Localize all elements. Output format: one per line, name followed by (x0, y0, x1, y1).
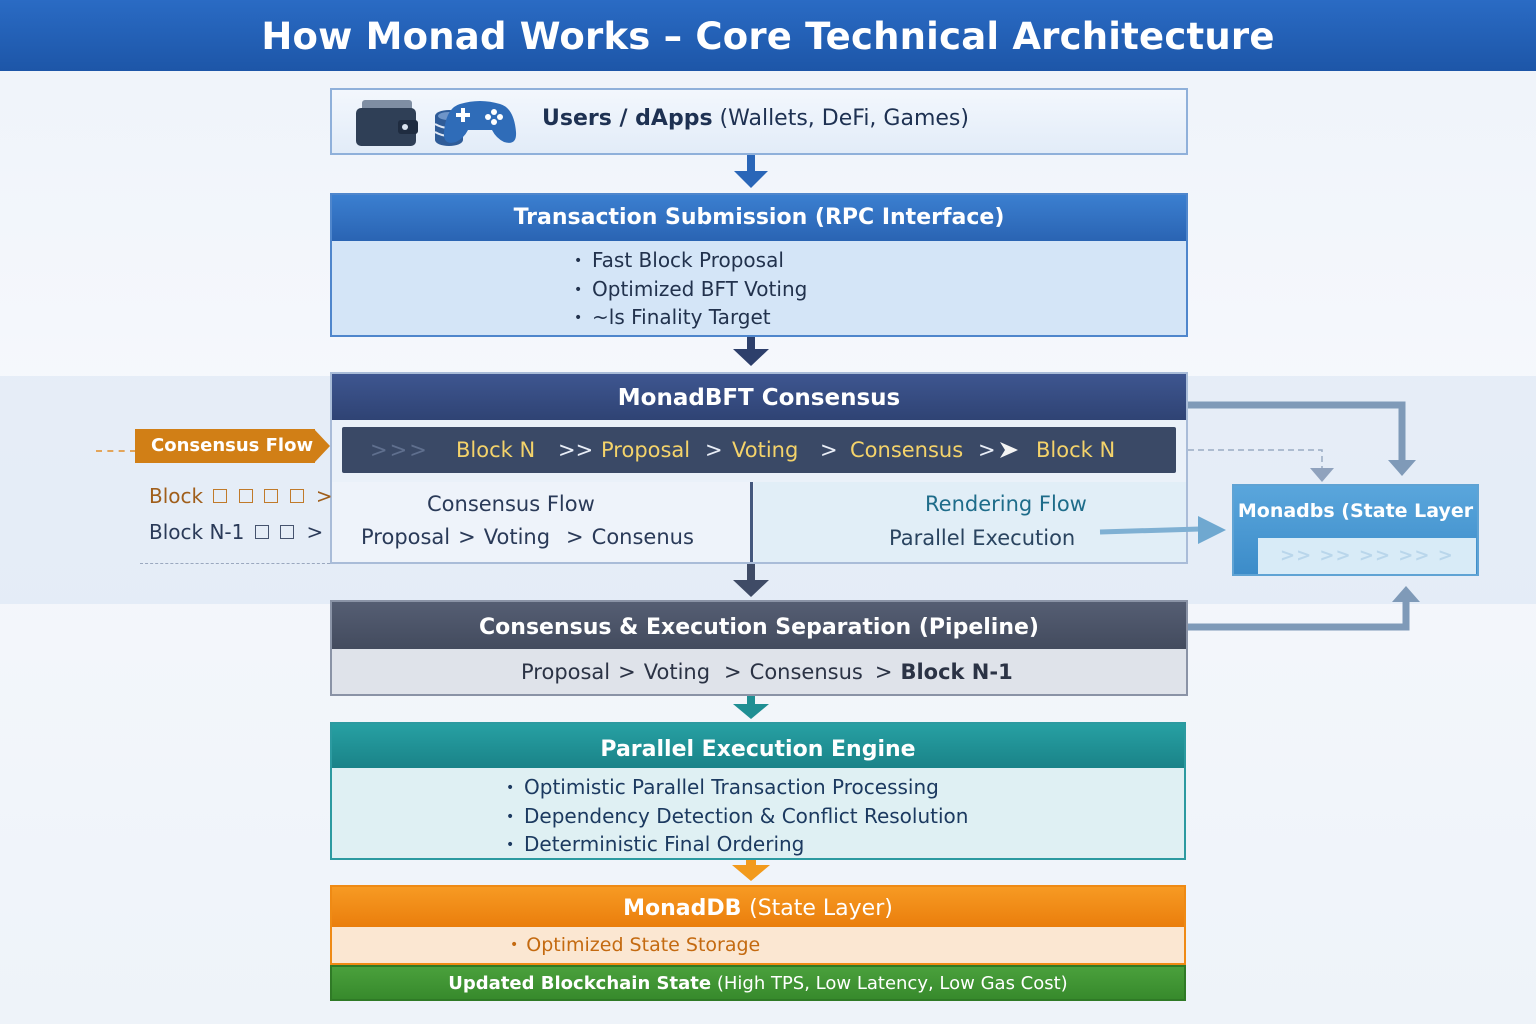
gamepad-icon (443, 101, 517, 143)
strip-sep: >> (558, 438, 594, 462)
arrow-pipeline-exec (747, 696, 755, 706)
arrowhead-users-tx (734, 171, 768, 188)
arrowhead-tx-bft (733, 349, 769, 366)
square-icon (289, 489, 304, 503)
parallel-execution-box: Parallel Execution Engine •Optimistic Pa… (330, 722, 1186, 860)
side-dashed-line (96, 450, 136, 452)
strip-proposal: Proposal (601, 438, 691, 462)
chevron-icon: > (566, 525, 584, 549)
pipeline-box: Consensus & Execution Separation (Pipeli… (330, 600, 1188, 696)
bullet-item: •Fast Block Proposal (574, 248, 784, 272)
wallet-icon (356, 100, 418, 146)
monadbs-title: Monadbs (State Layer (1237, 500, 1474, 522)
pipeline-steps: Proposal > Voting > Consensus > Block N-1 (521, 660, 1013, 684)
chevron-icon: > (458, 525, 476, 549)
arrowhead-bft-pipeline (733, 580, 769, 597)
users-label: Users / dApps (542, 106, 713, 131)
monadbft-header: MonadBFT Consensus (332, 374, 1186, 420)
split-divider (750, 482, 753, 562)
strip-consensus: Consensus (850, 438, 964, 462)
square-icon (238, 489, 253, 503)
pipeline-step-voting: Voting (643, 660, 711, 684)
side-block-n1-label: Block N-1 (149, 520, 245, 544)
strip-sep: > (820, 438, 838, 462)
left-step-consensus: Consenus (591, 525, 694, 549)
arrowhead-pipeline-exec (733, 704, 769, 719)
page-title: How Monad Works – Core Technical Archite… (0, 0, 1536, 71)
side-block-label: Block (149, 484, 204, 508)
monadbs-state-layer-box: Monadbs (State Layer >> >> >> >> > (1232, 484, 1479, 576)
chevron-icon: > (724, 660, 742, 684)
arrow-tx-bft (747, 337, 755, 351)
bullet-item: •Dependency Detection & Conflict Resolut… (506, 803, 969, 828)
monadbs-chevrons: >> >> >> >> > (1258, 538, 1476, 574)
square-icon (254, 525, 269, 539)
transaction-submission-box: Transaction Submission (RPC Interface) •… (330, 193, 1188, 337)
left-step-proposal: Proposal (361, 525, 451, 549)
consensus-flow-panel (332, 482, 751, 562)
execution-bullets: •Optimistic Parallel Transaction Process… (506, 774, 968, 860)
chevron-icon: > (306, 520, 324, 544)
side-block-row: Block > (149, 484, 333, 508)
arrow-bft-pipeline (747, 564, 755, 582)
bullet-item: •Deterministic Final Ordering (506, 832, 805, 856)
strip-block-n-end: Block N (1036, 438, 1116, 462)
monaddb-bullet: •Optimized State Storage (510, 934, 761, 956)
pipeline-step-block: Block N-1 (900, 660, 1013, 684)
parallel-execution-header: Parallel Execution Engine (332, 724, 1184, 768)
rendering-flow-sub: Parallel Execution (889, 526, 1076, 550)
strip-lead: >>> (370, 438, 429, 462)
tag-point (314, 429, 330, 463)
bullet-item: •Optimistic Parallel Transaction Process… (506, 775, 939, 799)
bullet-item: •Optimized BFT Voting (574, 276, 808, 301)
arrow-users-tx (747, 155, 755, 173)
consensus-flow-title: Consensus Flow (427, 492, 595, 516)
chevron-icon: > (874, 660, 893, 684)
side-block-n1-row: Block N-1 > (149, 520, 323, 544)
rendering-flow-title: Rendering Flow (925, 492, 1087, 516)
arrow-exec-db (746, 860, 756, 866)
strip-voting: Voting (732, 438, 799, 462)
arrowhead-exec-db (732, 865, 770, 881)
consensus-strip: >>> Block N >> Proposal > Voting > Conse… (342, 427, 1176, 473)
updated-state-sub: (High TPS, Low Latency, Low Gas Cost) (716, 973, 1068, 994)
transaction-submission-header: Transaction Submission (RPC Interface) (332, 195, 1186, 241)
square-icon (280, 525, 295, 539)
monaddb-box: MonadDB (State Layer) •Optimized State S… (330, 885, 1186, 965)
updated-state-label: Updated Blockchain State (448, 973, 712, 994)
rendering-flow-panel (754, 482, 1186, 562)
pipeline-step-consensus: Consensus (749, 660, 863, 684)
strip-sep: > (705, 438, 723, 462)
left-step-voting: Voting (483, 525, 551, 549)
pipeline-step-proposal: Proposal (521, 660, 611, 684)
consensus-flow-steps: Proposal > Voting > Consenus (361, 525, 694, 549)
play-arrow-icon (1000, 442, 1018, 458)
monadbft-consensus-box: MonadBFT Consensus >>> Block N >> Propos… (330, 372, 1188, 564)
strip-sep: > (978, 438, 996, 462)
monaddb-title: MonadDB (623, 896, 742, 921)
users-sublabel: (Wallets, DeFi, Games) (719, 106, 969, 131)
side-dashed-bottom (140, 563, 330, 564)
monaddb-header: MonadDB (State Layer) (332, 887, 1184, 927)
square-icon (213, 489, 228, 503)
bullet-item: •~ls Finality Target (574, 305, 771, 329)
updated-state-bar: Updated Blockchain State (High TPS, Low … (330, 965, 1186, 1001)
transaction-bullets: •Fast Block Proposal •Optimized BFT Voti… (574, 247, 807, 333)
users-dapps-box: Users / dApps (Wallets, DeFi, Games) (330, 88, 1188, 155)
pipeline-header: Consensus & Execution Separation (Pipeli… (332, 602, 1186, 649)
consensus-flow-tag: Consensus Flow (135, 429, 315, 463)
square-icon (264, 489, 279, 503)
monaddb-subtitle: (State Layer) (749, 896, 893, 921)
consensus-flow-tag-label: Consensus Flow (151, 435, 314, 456)
strip-block-n: Block N (456, 438, 536, 462)
chevron-icon: > (315, 484, 333, 508)
chevron-icon: > (618, 660, 636, 684)
